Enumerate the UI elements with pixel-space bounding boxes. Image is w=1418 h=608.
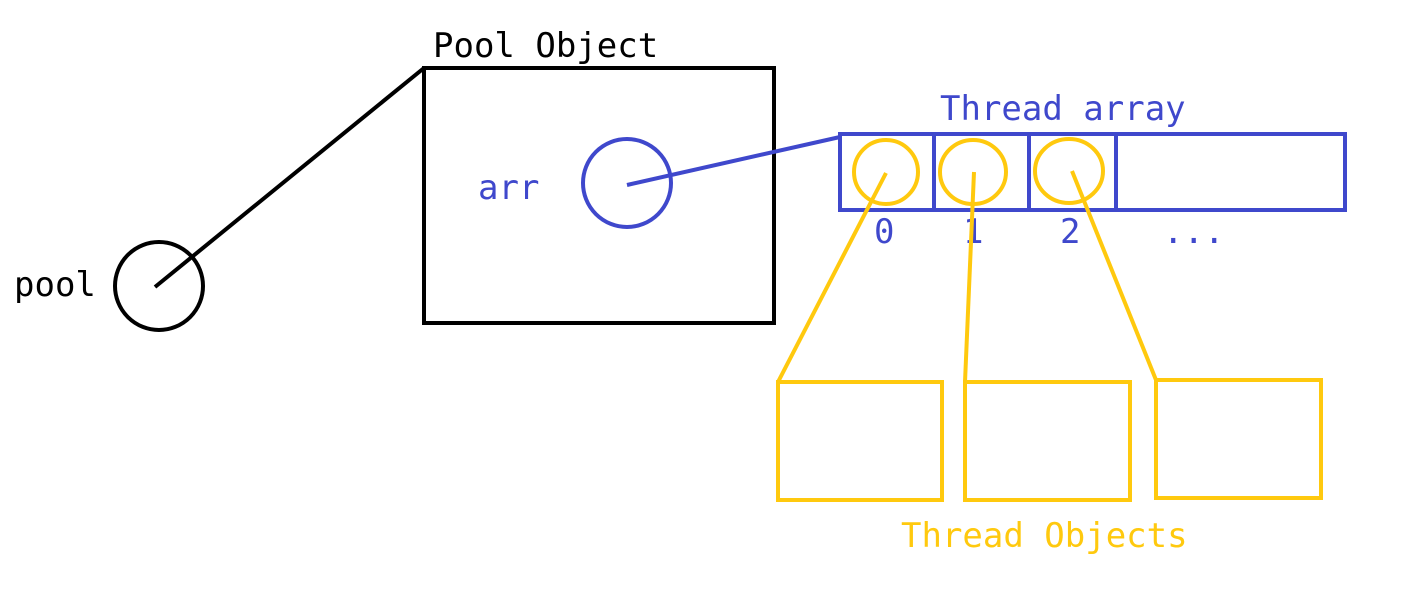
thread-object-2 — [1154, 378, 1323, 500]
pool-object-label: Pool Object — [433, 26, 658, 66]
element-2-pointer — [1070, 170, 1158, 381]
pool-reference-circle — [113, 240, 205, 332]
pool-variable-label: pool — [14, 265, 96, 305]
thread-object-0 — [776, 380, 944, 502]
pool-to-object-pointer — [153, 66, 426, 289]
thread-array-box — [838, 132, 1347, 212]
element-0-reference-circle — [852, 138, 920, 206]
thread-array-label: Thread array — [940, 89, 1186, 129]
array-index-0: 0 — [874, 212, 894, 252]
array-ellipsis: ... — [1163, 212, 1224, 252]
arr-reference-circle — [581, 137, 673, 229]
element-0-pointer — [776, 172, 888, 383]
arr-field-label: arr — [478, 168, 539, 208]
thread-object-1 — [963, 380, 1132, 502]
element-2-reference-circle — [1033, 137, 1105, 205]
pool-object-box — [422, 66, 776, 325]
array-index-2: 2 — [1060, 212, 1080, 252]
element-1-pointer — [963, 171, 976, 383]
arr-to-array-pointer — [626, 135, 841, 187]
thread-objects-label: Thread Objects — [901, 516, 1188, 556]
